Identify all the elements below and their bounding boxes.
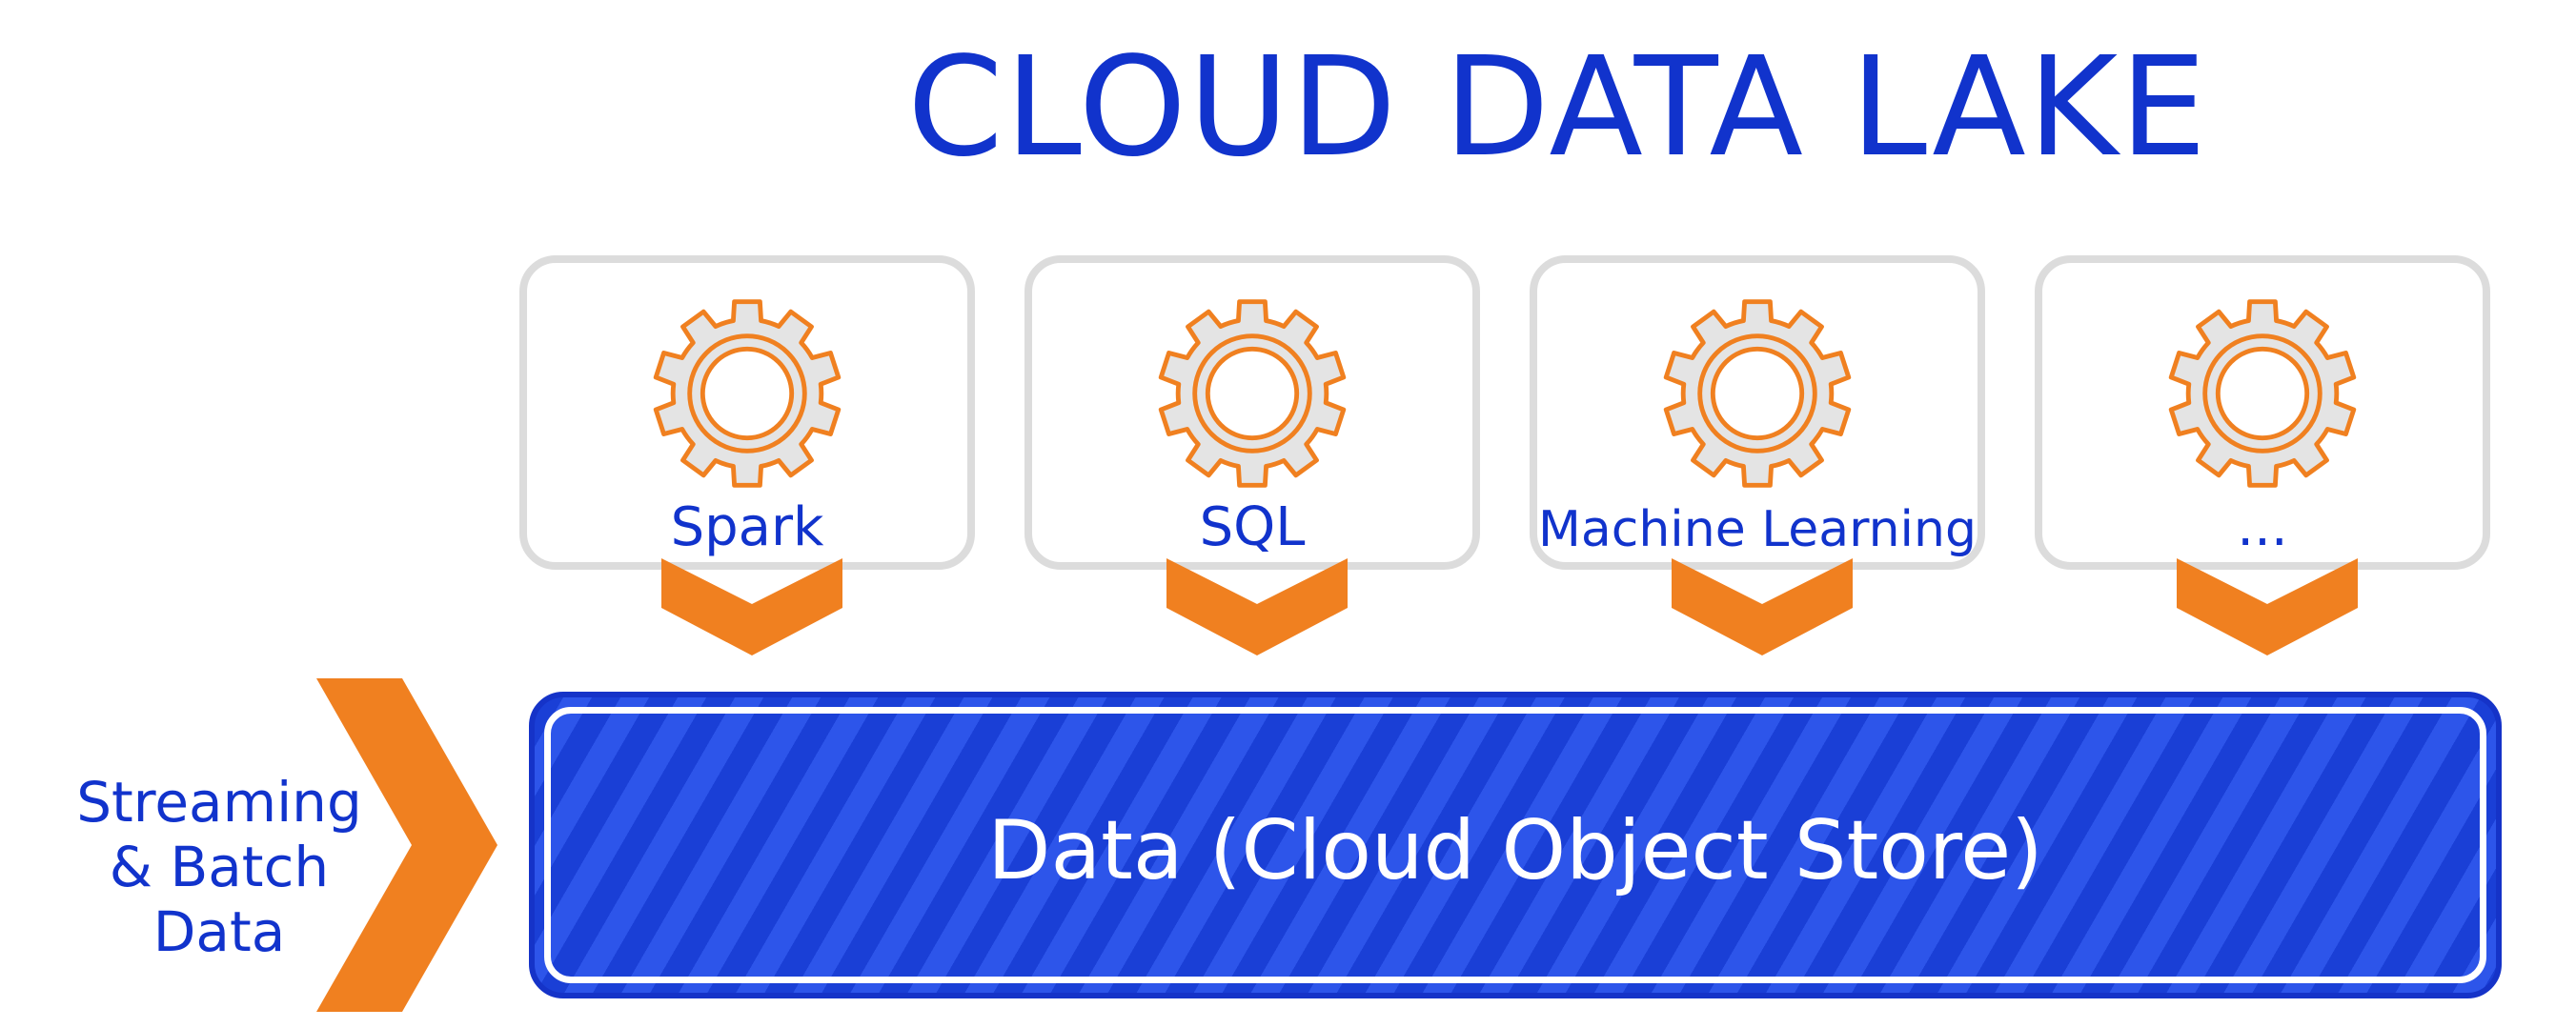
ingest-label-line2: & Batch [109, 835, 330, 899]
ingest-label-line1: Streaming [76, 770, 362, 835]
chevron-down-icon [661, 558, 842, 655]
engine-card-more: ... [2035, 255, 2490, 570]
chevron-down-icon [2177, 558, 2358, 655]
ingest-label-line3: Data [152, 899, 286, 964]
engine-label-more: ... [2237, 496, 2288, 558]
page-title: CLOUD DATA LAKE [907, 27, 2209, 187]
chevron-right-icon [316, 678, 497, 1012]
chevron-down-icon [1166, 558, 1348, 655]
engine-label-machine-learning: Machine Learning [1538, 501, 1977, 558]
data-store-box: Data (Cloud Object Store) [529, 692, 2502, 998]
chevron-down-icon [1672, 558, 1853, 655]
engine-card-machine-learning: Machine Learning [1530, 255, 1985, 570]
data-store-inner-border [544, 707, 2486, 983]
engine-label-spark: Spark [670, 496, 824, 558]
engine-label-sql: SQL [1199, 496, 1306, 558]
ingest-label: Streaming & Batch Data [57, 770, 381, 964]
engine-card-sql: SQL [1024, 255, 1480, 570]
gear-icon [645, 292, 849, 495]
gear-icon [2160, 292, 2364, 495]
data-store-label: Data (Cloud Object Store) [987, 803, 2043, 898]
gear-icon [1655, 292, 1859, 495]
gear-icon [1150, 292, 1354, 495]
engine-card-spark: Spark [519, 255, 975, 570]
